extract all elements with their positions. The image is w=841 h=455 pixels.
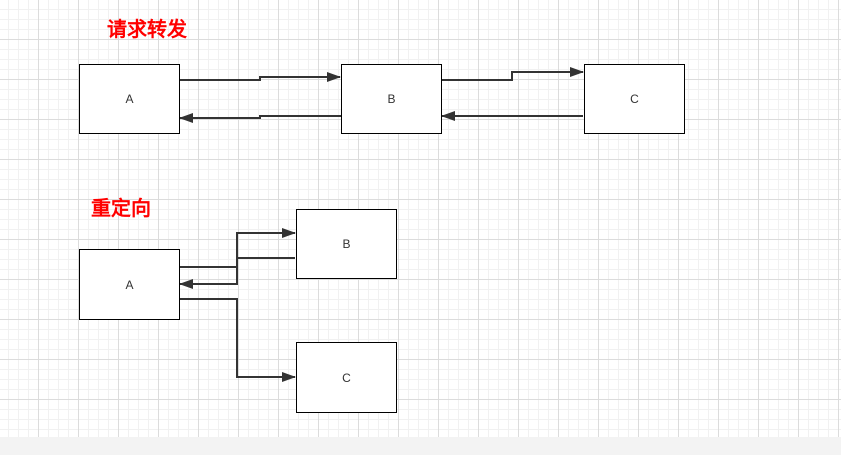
forward-request-b-to-c: [441, 67, 584, 81]
section-title-redirect: 重定向: [91, 196, 151, 220]
redirect-node-a[interactable]: A: [79, 249, 180, 320]
forward-node-b[interactable]: B: [341, 64, 442, 134]
redirect-request-a-to-b: [179, 228, 296, 268]
bottom-bar: [0, 437, 841, 455]
forward-node-b-label: B: [387, 92, 396, 106]
forward-node-a[interactable]: A: [79, 64, 180, 134]
redirect-request-a-to-c: [179, 298, 296, 382]
forward-response-b-to-a: [179, 113, 341, 123]
redirect-node-b-label: B: [342, 237, 351, 251]
redirect-response-b-to-a: [179, 257, 295, 289]
redirect-node-c-label: C: [342, 370, 351, 385]
redirect-node-c[interactable]: C: [296, 342, 397, 413]
section-title-forward: 请求转发: [107, 17, 187, 41]
connector-layer: [179, 67, 584, 382]
forward-request-a-to-b: [179, 72, 341, 82]
redirect-node-b[interactable]: B: [296, 209, 397, 279]
forward-node-c-label: C: [630, 92, 639, 106]
forward-node-a-label: A: [125, 92, 134, 106]
redirect-node-a-label: A: [125, 277, 134, 292]
forward-node-c[interactable]: C: [584, 64, 685, 134]
diagram-canvas: 请求转发 A B C 重定向 A B C: [0, 0, 841, 437]
